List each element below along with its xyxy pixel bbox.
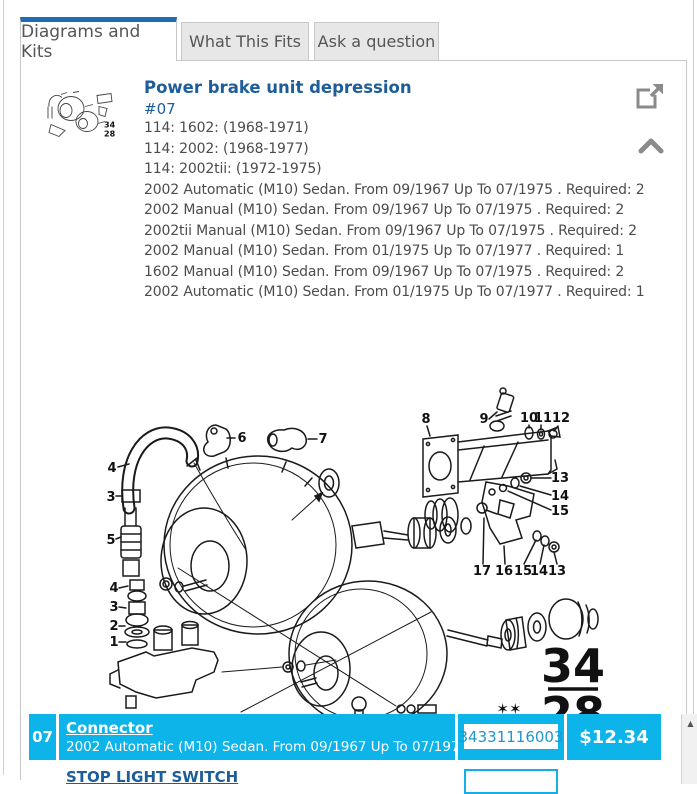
callout: 15 bbox=[551, 504, 569, 519]
callout: 8 bbox=[421, 412, 430, 427]
outer-right-border bbox=[693, 0, 694, 775]
fitment-line: 2002 Manual (M10) Sedan. From 01/1975 Up… bbox=[144, 241, 652, 262]
tab-label: What This Fits bbox=[189, 32, 301, 51]
callout: 6 bbox=[237, 431, 246, 446]
callout: 1 bbox=[109, 635, 118, 650]
callout: 13 bbox=[551, 471, 569, 486]
exploded-diagram: 6 7 4 3 5 8 9 10 11 12 13 14 15 17 16 15… bbox=[96, 330, 691, 714]
fitment-line: 2002 Automatic (M10) Sedan. From 09/1967… bbox=[144, 180, 652, 201]
callout: 3 bbox=[109, 600, 118, 615]
open-in-new-window-icon[interactable] bbox=[635, 82, 665, 112]
part-fitment-text: 2002 Automatic (M10) Sedan. From 09/1967… bbox=[66, 739, 455, 755]
fitment-line: 2002 Automatic (M10) Sedan. From 01/1975… bbox=[144, 282, 652, 303]
part-number-box[interactable] bbox=[464, 769, 558, 794]
price-cell: $12.34 bbox=[567, 714, 661, 760]
callout: 14 bbox=[551, 489, 569, 504]
description-cell: Connector 2002 Automatic (M10) Sedan. Fr… bbox=[59, 714, 455, 760]
chassis-line: 114: 2002tii: (1972-1975) bbox=[144, 159, 652, 180]
tab-diagrams-and-kits[interactable]: Diagrams and Kits bbox=[20, 17, 177, 61]
tab-ask-a-question[interactable]: Ask a question bbox=[314, 22, 439, 61]
callout: 14 bbox=[530, 564, 548, 579]
callout: 13 bbox=[548, 564, 566, 579]
callout: 5 bbox=[106, 533, 115, 548]
tab-label: Diagrams and Kits bbox=[21, 22, 176, 62]
part-name-link[interactable]: STOP LIGHT SWITCH bbox=[66, 768, 238, 786]
table-row-stop-light-switch[interactable]: STOP LIGHT SWITCH bbox=[29, 763, 678, 785]
callout: 4 bbox=[107, 461, 116, 476]
tab-what-this-fits[interactable]: What This Fits bbox=[181, 22, 309, 61]
price-cell bbox=[567, 763, 661, 785]
fitment-line: 2002 Manual (M10) Sedan. From 09/1967 Up… bbox=[144, 200, 652, 221]
chassis-line: 114: 2002: (1968-1977) bbox=[144, 139, 652, 160]
callout: 3 bbox=[106, 490, 115, 505]
svg-text:✶✶: ✶✶ bbox=[496, 700, 521, 714]
part-number-box[interactable]: 34331116003 bbox=[464, 724, 558, 749]
description-cell: STOP LIGHT SWITCH bbox=[59, 763, 455, 785]
part-number-cell bbox=[458, 763, 564, 785]
svg-text:34: 34 bbox=[104, 121, 116, 130]
ref-cell: 07 bbox=[29, 714, 56, 760]
callout: 2 bbox=[109, 619, 118, 634]
scroll-up-arrow-icon[interactable]: ▲ bbox=[682, 714, 697, 732]
svg-text:28: 28 bbox=[104, 130, 116, 139]
fitment-list: 114: 1602: (1968-1971) 114: 2002: (1968-… bbox=[144, 118, 652, 303]
parts-table: 07 Connector 2002 Automatic (M10) Sedan.… bbox=[29, 714, 678, 788]
tab-label: Ask a question bbox=[318, 32, 436, 51]
diagram-callouts: 6 7 4 3 5 8 9 10 11 12 13 14 15 17 16 15… bbox=[106, 411, 605, 714]
callout: 11 bbox=[534, 411, 552, 426]
group-code-top: 34 bbox=[541, 639, 605, 693]
callout: 4 bbox=[109, 581, 118, 596]
part-name-link[interactable]: Connector bbox=[66, 719, 153, 737]
fitment-line: 2002tii Manual (M10) Sedan. From 09/1967… bbox=[144, 221, 652, 242]
part-number-cell: 34331116003 bbox=[458, 714, 564, 760]
callout: 17 bbox=[473, 564, 491, 579]
ref-cell bbox=[29, 763, 56, 785]
table-scrollbar[interactable]: ▲ bbox=[681, 714, 697, 784]
diagram-linework bbox=[110, 388, 598, 714]
chevron-up-icon[interactable] bbox=[638, 137, 664, 155]
callout: 9 bbox=[479, 412, 488, 427]
callout: 12 bbox=[552, 411, 570, 426]
chassis-line: 114: 1602: (1968-1971) bbox=[144, 118, 652, 139]
table-row-connector[interactable]: 07 Connector 2002 Automatic (M10) Sedan.… bbox=[29, 714, 678, 760]
group-code-bottom: 28 bbox=[541, 687, 605, 714]
fitment-line: 1602 Manual (M10) Sedan. From 09/1967 Up… bbox=[144, 262, 652, 283]
callout: 16 bbox=[495, 564, 513, 579]
part-title-link[interactable]: Power brake unit depression bbox=[144, 78, 412, 97]
outer-left-border bbox=[3, 0, 4, 775]
callout: 7 bbox=[318, 432, 327, 447]
diagram-ref: #07 bbox=[144, 100, 176, 118]
